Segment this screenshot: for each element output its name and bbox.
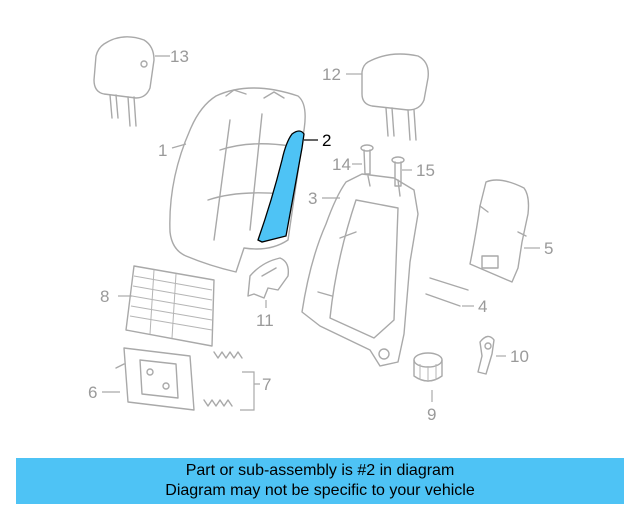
part-2-side-trim <box>257 130 305 243</box>
part-4-rods <box>425 277 469 307</box>
part-15-bolt <box>391 156 405 187</box>
part-14-bolt <box>360 144 374 175</box>
callout-5: 5 <box>544 239 553 258</box>
callout-2: 2 <box>322 131 331 150</box>
callout-10: 10 <box>510 347 529 366</box>
callout-4: 4 <box>478 297 487 316</box>
part-6-lumbar-support <box>115 347 195 411</box>
part-5-back-panel <box>469 179 530 283</box>
callout-15: 15 <box>416 161 435 180</box>
callout-14: 14 <box>332 155 351 174</box>
part-10-lever <box>477 335 495 375</box>
part-13-headrest <box>93 36 155 127</box>
part-7-springs <box>203 351 243 407</box>
callout-8: 8 <box>100 287 109 306</box>
banner-line-part: Part or sub-assembly is #2 in diagram <box>185 462 455 479</box>
leader-7 <box>240 371 260 411</box>
part-1-seatback-cushion <box>169 87 306 273</box>
callout-9: 9 <box>427 405 436 424</box>
parts-diagram: 13 12 2 1 14 15 3 5 4 8 11 6 7 9 10 <box>88 36 553 424</box>
part-3-seatback-frame <box>301 173 419 367</box>
info-banner: Part or sub-assembly is #2 in diagram Di… <box>16 458 624 504</box>
callout-6: 6 <box>88 383 97 402</box>
leader-1 <box>171 143 187 149</box>
part-9-knob <box>413 352 443 382</box>
part-12-headrest <box>361 53 429 141</box>
callout-7: 7 <box>262 375 271 394</box>
part-8-spring-mat <box>125 265 215 347</box>
callout-11: 11 <box>256 311 274 330</box>
callout-13: 13 <box>170 47 189 66</box>
callout-12: 12 <box>322 65 341 84</box>
callout-1: 1 <box>158 141 167 160</box>
banner-line-disclaimer: Diagram may not be specific to your vehi… <box>165 482 475 499</box>
callout-3: 3 <box>308 189 317 208</box>
part-11-bracket <box>247 257 290 299</box>
